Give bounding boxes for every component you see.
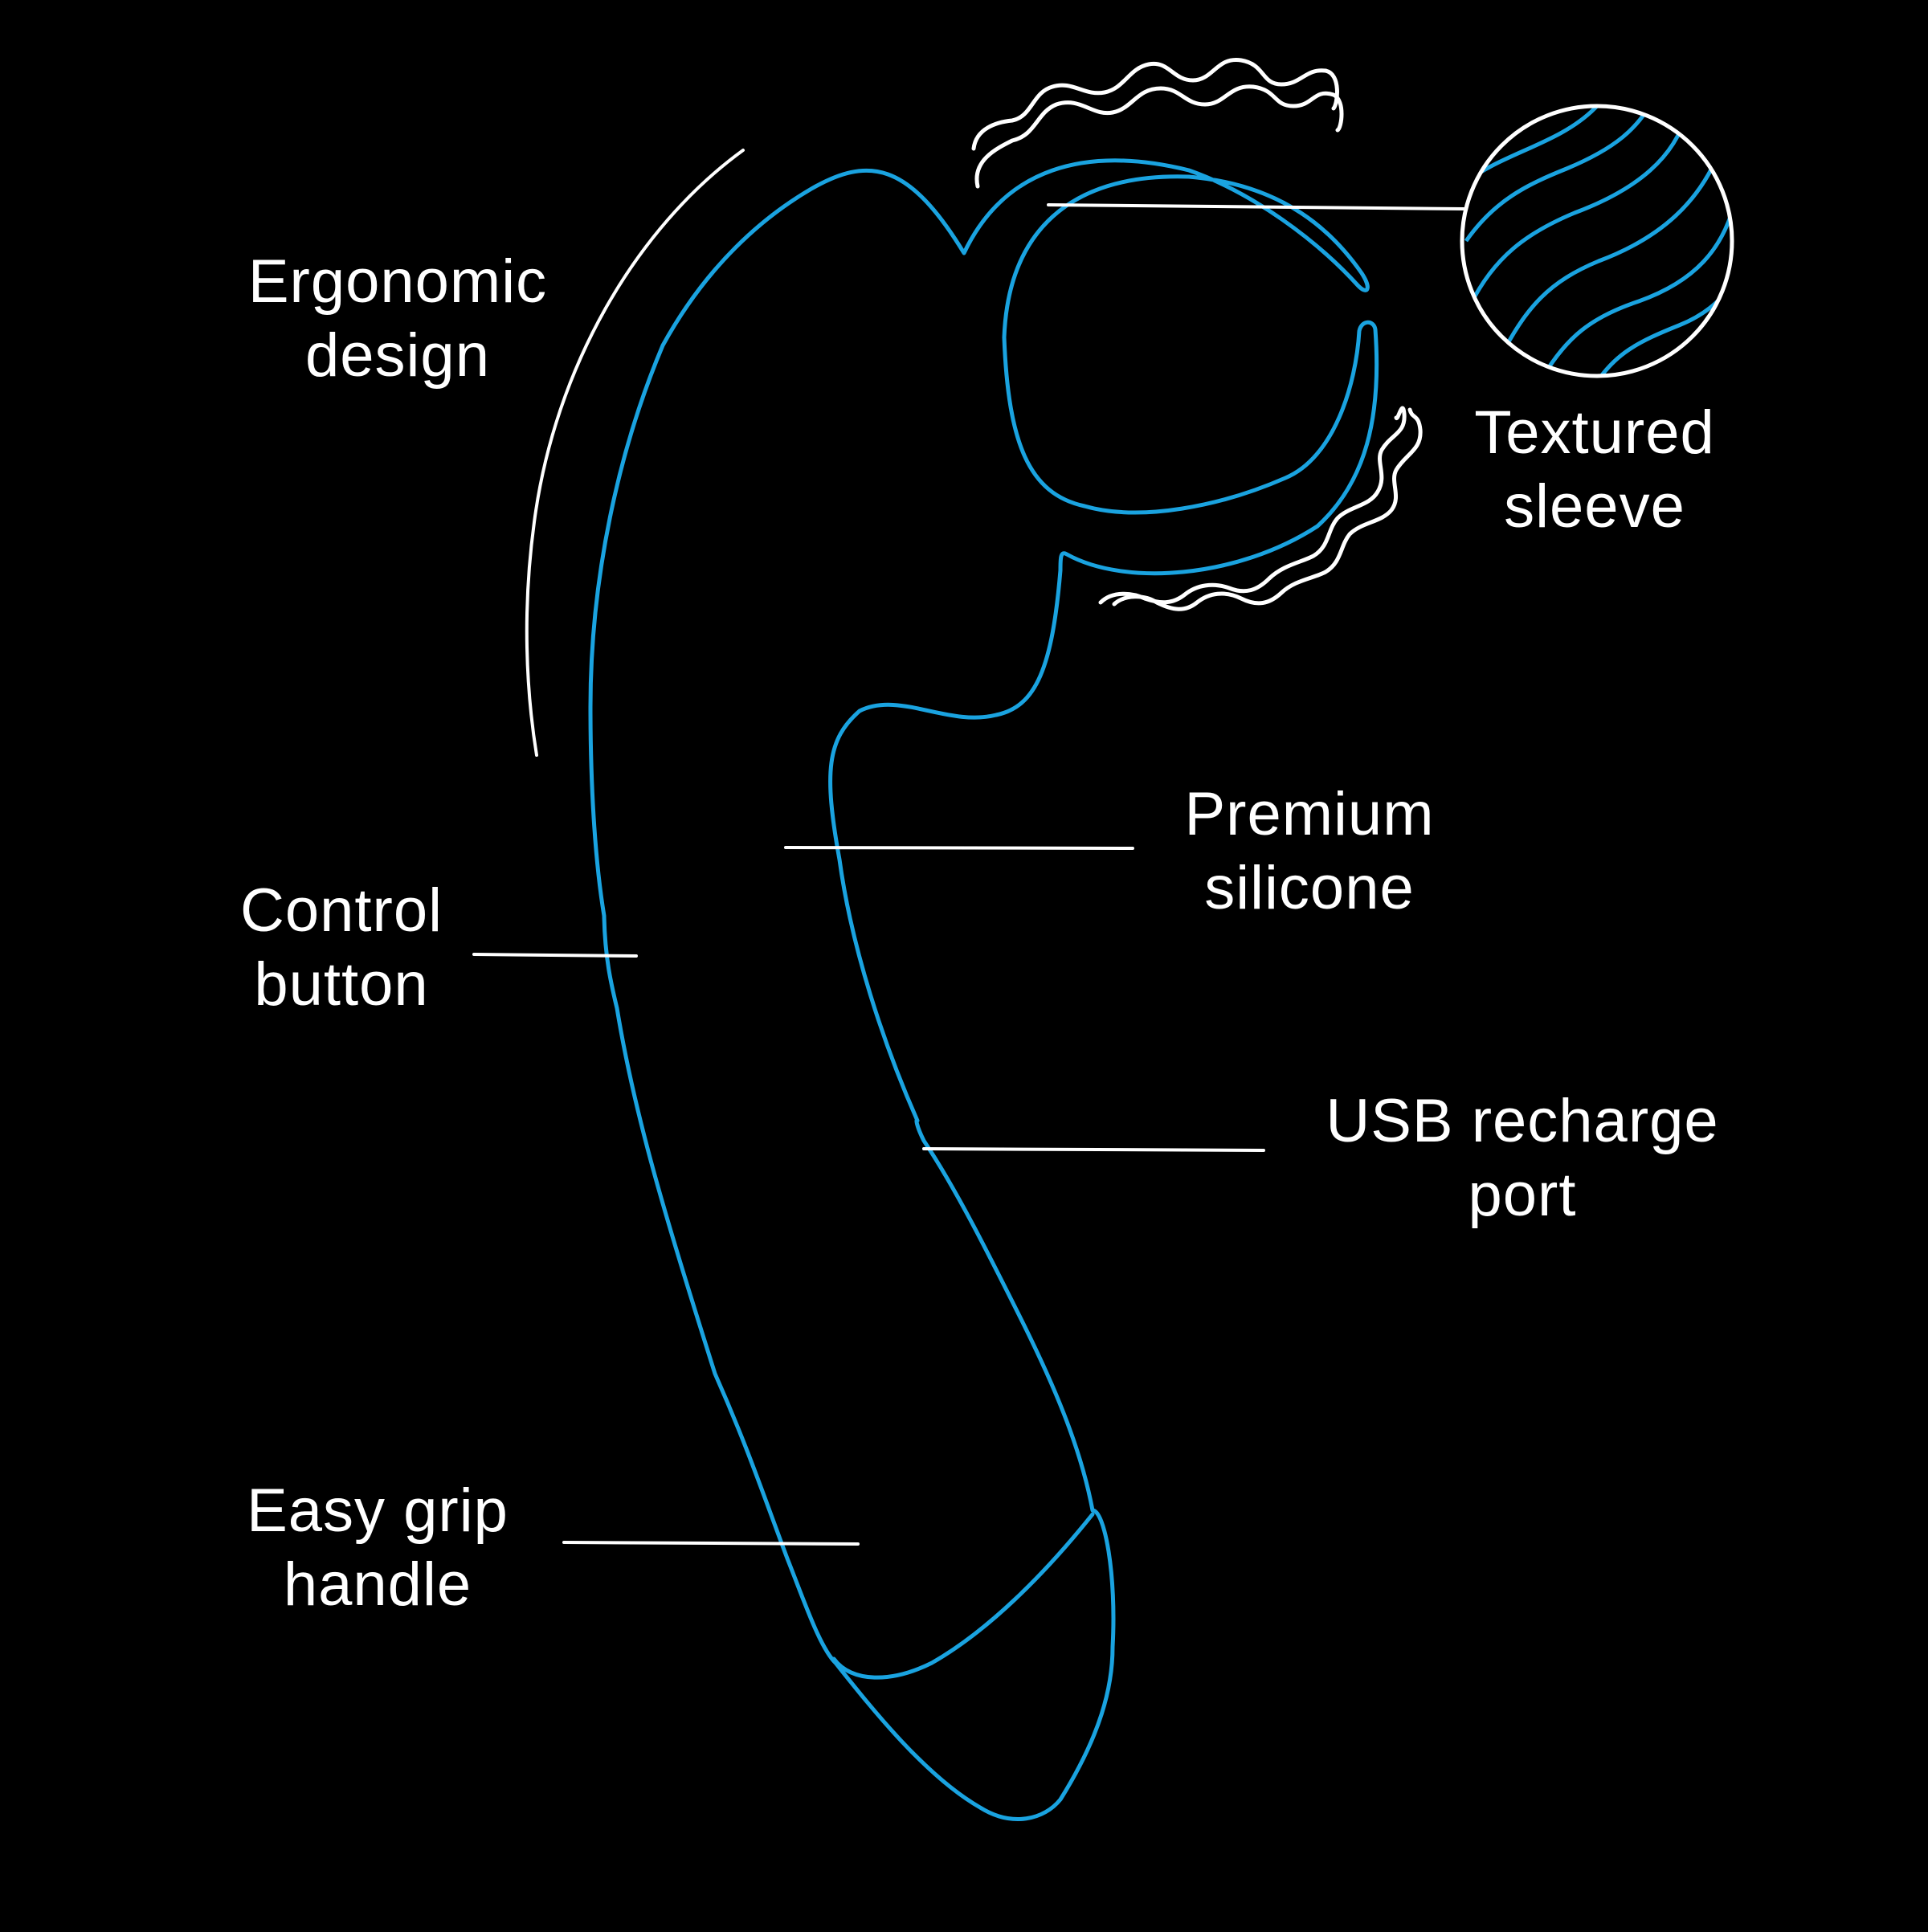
label-grip-line1: Easy grip [247,1477,509,1545]
label-control-line1: Control [240,876,443,945]
label-premium-line2: silicone [1204,854,1415,922]
label-premium-silicone: Premium silicone [1157,778,1462,925]
usb-port-leader [922,1147,1265,1152]
label-control-button: Control button [201,874,482,1022]
label-textured-sleeve: Textured sleeve [1438,396,1751,544]
label-usb-port: USB recharge port [1293,1084,1751,1232]
grip-handle-leader [562,1541,860,1546]
ergonomic-design-arc [525,149,745,757]
label-usb-line1: USB recharge [1326,1087,1719,1155]
label-usb-line2: port [1468,1161,1577,1229]
label-ergonomic-line2: design [305,321,490,390]
texture-zoom-circle [1460,104,1734,378]
label-control-line2: button [254,950,429,1019]
label-textured-line1: Textured [1474,398,1715,467]
grip-band-line [831,1512,1095,1680]
vibration-waves-top [971,57,1344,189]
texture-zoom-pattern [1462,106,1732,376]
textured-sleeve-leader [1047,203,1465,210]
label-premium-line1: Premium [1184,780,1435,848]
label-ergonomic-design: Ergonomic design [225,245,570,393]
label-textured-line2: sleeve [1504,472,1685,541]
device-body-outline [588,158,1379,1821]
control-button-leader [472,953,638,958]
label-grip-line2: handle [283,1550,472,1619]
label-easy-grip-handle: Easy grip handle [225,1474,530,1622]
vibration-waves-bottom [1098,406,1423,611]
label-ergonomic-line1: Ergonomic [247,247,548,316]
